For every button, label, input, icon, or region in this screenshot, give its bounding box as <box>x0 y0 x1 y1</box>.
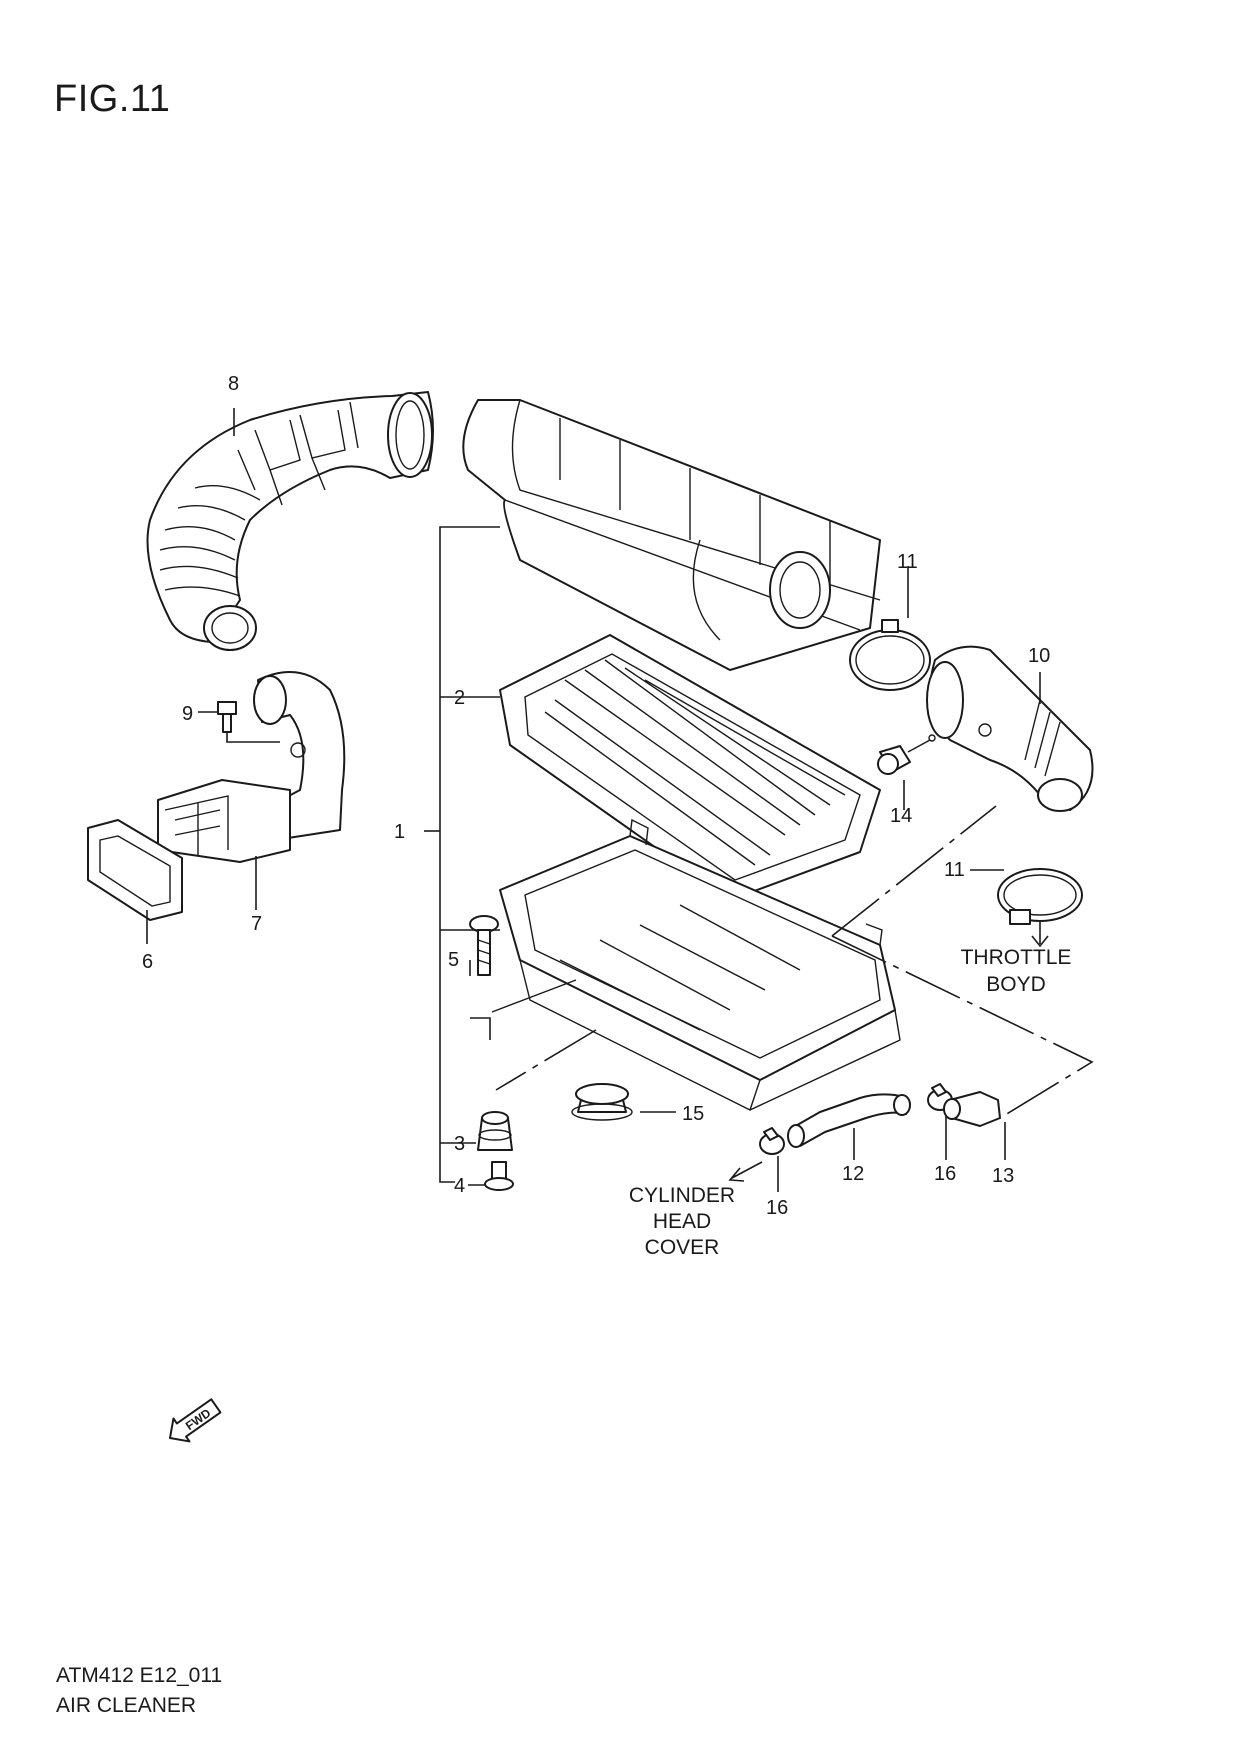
breather-hose-12 <box>787 1093 911 1148</box>
leader-lines <box>146 408 1094 1192</box>
sensor-14 <box>877 734 936 775</box>
callout-15: 15 <box>682 1103 704 1125</box>
destination-cylinder-head-cover: CYLINDER HEAD COVER <box>629 1184 735 1259</box>
callout-6: 6 <box>142 951 153 973</box>
intake-duct-elbow <box>157 671 346 863</box>
hose-clamp-upper <box>849 619 931 691</box>
air-cleaner-upper-case <box>462 399 881 671</box>
callout-10: 10 <box>1028 645 1050 667</box>
callout-3: 3 <box>454 1133 465 1155</box>
intake-duct-hose <box>146 391 434 651</box>
bolt-9 <box>217 701 280 743</box>
drawing-name: AIR CLEANER <box>56 1694 197 1717</box>
callout-16-left: 16 <box>766 1197 788 1219</box>
svg-text:THROTTLE: THROTTLE <box>961 946 1072 969</box>
figure-title: FIG.11 <box>54 78 171 120</box>
hose-clip-left <box>759 1127 785 1155</box>
svg-text:COVER: COVER <box>645 1236 720 1259</box>
callout-11-lower: 11 <box>944 859 965 881</box>
svg-text:BOYD: BOYD <box>986 973 1046 996</box>
svg-text:HEAD: HEAD <box>653 1210 711 1233</box>
callout-labels: 1 2 3 4 5 6 7 8 9 10 11 11 12 13 14 15 1… <box>142 373 1050 1219</box>
fwd-arrow-icon: FWD <box>169 1398 222 1443</box>
callout-14: 14 <box>890 805 912 827</box>
drawing-code: ATM412 E12_011 <box>56 1664 223 1687</box>
callout-7: 7 <box>251 913 262 935</box>
air-cleaner-lower-case <box>499 818 901 1111</box>
callout-5: 5 <box>448 949 459 971</box>
callout-1: 1 <box>394 821 405 843</box>
callout-13: 13 <box>992 1165 1014 1187</box>
callout-8: 8 <box>228 373 239 395</box>
cap-15 <box>571 1083 633 1121</box>
callout-11-upper: 11 <box>897 551 918 573</box>
callout-12: 12 <box>842 1163 864 1185</box>
collar-4 <box>484 1161 514 1191</box>
elbow-connector-13 <box>943 1091 1001 1127</box>
outlet-hose-10 <box>926 645 1094 812</box>
callout-2: 2 <box>454 687 465 709</box>
grommet-3 <box>477 1111 513 1151</box>
callout-4: 4 <box>454 1175 465 1197</box>
callout-9: 9 <box>182 703 193 725</box>
air-filter-element <box>499 634 881 901</box>
svg-text:CYLINDER: CYLINDER <box>629 1184 735 1207</box>
destination-throttle-body: THROTTLE BOYD <box>961 946 1072 996</box>
duct-seal <box>87 819 183 921</box>
screw-5 <box>469 915 499 976</box>
callout-16-right: 16 <box>934 1163 956 1185</box>
hose-clamp-lower <box>997 868 1083 925</box>
